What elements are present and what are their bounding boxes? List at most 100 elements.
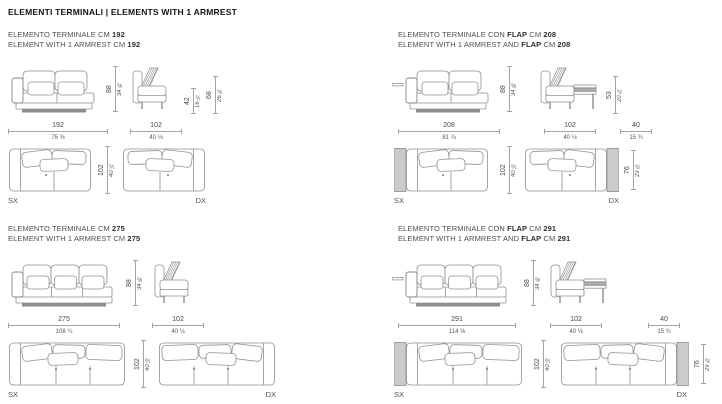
dim-plan-depth: 102 40 ⅛ [98, 146, 115, 194]
dim-cm-value: 102 [534, 358, 541, 370]
side-view-drawing [548, 258, 610, 310]
dim-plan-depth: 102 40 ⅛ [534, 340, 551, 388]
dim-in-value: 15 ¾ [657, 328, 671, 335]
plan-view-sx [394, 146, 489, 194]
label-sx: SX [8, 390, 19, 399]
dim-in-value: 40 ⅛ [511, 162, 517, 178]
subtitle-en: ELEMENT WITH 1 ARMREST AND FLAP CM 291 [398, 233, 571, 243]
dim-flap-width: 40 15 ¾ [620, 122, 652, 141]
dim-cm-value: 102 [564, 122, 576, 129]
dim-in-value: 34 ⅝ [137, 275, 143, 291]
dim-seat-height: 42 16 ½ [184, 88, 201, 114]
dim-height: 88 34 ⅝ [524, 260, 541, 306]
dim-cm-value: 275 [58, 316, 70, 323]
dim-in-value: 29 ⅞ [635, 162, 641, 178]
dim-cm-value: 102 [500, 164, 507, 176]
side-view-drawing [132, 67, 167, 110]
label-sx: SX [394, 390, 405, 399]
section-subtitle: ELEMENTO TERMINALE CON FLAP CM 208 ELEME… [398, 30, 570, 49]
plan-view-sx [9, 148, 91, 192]
dim-in-value: 40 ⅛ [109, 162, 115, 178]
front-view-drawing [11, 70, 95, 113]
dim-depth: 102 40 ⅛ [544, 122, 596, 141]
dim-cm-value: 88 [524, 279, 531, 287]
dim-in-value: 16 ½ [195, 93, 201, 109]
dim-cm-value: 102 [134, 358, 141, 370]
dim-front-width: 192 75 ⅝ [8, 122, 108, 141]
dim-depth: 102 40 ⅛ [550, 316, 602, 335]
front-view-drawing [392, 64, 496, 116]
label-dx: DX [676, 390, 687, 399]
subtitle-it: ELEMENTO TERMINALE CM 192 [8, 30, 125, 39]
dim-cm-value: 40 [632, 122, 640, 129]
dim-depth: 102 40 ⅛ [130, 122, 182, 141]
dim-cm-value: 102 [150, 122, 162, 129]
dim-height: 88 34 ⅝ [500, 66, 517, 112]
subtitle-it: ELEMENTO TERMINALE CM 275 [8, 224, 125, 233]
dim-cm-value: 88 [500, 85, 507, 93]
dim-in-value: 40 ⅛ [149, 134, 163, 141]
label-dx: DX [195, 196, 206, 205]
dim-front-width: 291 114 ⅝ [398, 316, 516, 335]
dim-cm-value: 88 [126, 279, 133, 287]
dim-in-value: 40 ⅛ [171, 328, 185, 335]
dim-cm-value: 40 [660, 316, 668, 323]
dim-cm-value: 88 [106, 85, 113, 93]
dim-in-value: 15 ¾ [629, 134, 643, 141]
dim-cm-value: 208 [443, 122, 455, 129]
dim-cm-value: 76 [694, 360, 701, 368]
dim-cm-value: 102 [98, 164, 105, 176]
dim-cm-value: 53 [606, 91, 613, 99]
dim-in-value: 75 ⅝ [51, 134, 65, 141]
section-subtitle: ELEMENTO TERMINALE CM 275 ELEMENT WITH 1… [8, 224, 140, 243]
plan-view-dx [558, 340, 689, 388]
dim-cm-value: 192 [52, 122, 64, 129]
dim-in-value: 108 ¼ [55, 328, 73, 335]
dim-in-value: 40 ⅛ [545, 356, 551, 372]
section-subtitle: ELEMENTO TERMINALE CM 192 ELEMENT WITH 1… [8, 30, 140, 49]
dim-cm-value: 102 [570, 316, 582, 323]
dim-plan-depth: 102 40 ⅛ [500, 146, 517, 194]
dim-in-value: 34 ⅝ [117, 81, 123, 97]
dim-in-value: 114 ⅝ [448, 328, 466, 335]
dim-depth: 102 40 ⅛ [152, 316, 204, 335]
dim-in-value: 40 ⅛ [563, 134, 577, 141]
dim-in-value: 20 ⅞ [617, 87, 623, 103]
dim-front-width: 208 81 ⅞ [398, 122, 500, 141]
section-terminal-cm275: ELEMENTO TERMINALE CM 275 ELEMENT WITH 1… [8, 224, 332, 404]
label-dx: DX [608, 196, 619, 205]
page-title: ELEMENTI TERMINALI | ELEMENTS WITH 1 ARM… [8, 7, 238, 17]
side-view-drawing [538, 64, 600, 116]
dim-cm-value: 68 [206, 91, 213, 99]
label-dx: DX [265, 390, 276, 399]
subtitle-it: ELEMENTO TERMINALE CON FLAP CM 208 [398, 30, 557, 39]
dim-in-value: 40 ⅛ [569, 328, 583, 335]
dim-cm-value: 42 [184, 97, 191, 105]
plan-view-sx [9, 342, 125, 386]
front-view-drawing [392, 258, 516, 310]
dim-flap-width: 40 15 ¾ [648, 316, 680, 335]
subtitle-it: ELEMENTO TERMINALE CON FLAP CM 291 [398, 224, 557, 233]
dim-in-value: 29 ⅞ [705, 356, 711, 372]
dim-cm-value: 291 [451, 316, 463, 323]
dim-height: 88 34 ⅝ [106, 66, 123, 112]
dim-cm-value: 102 [172, 316, 184, 323]
plan-view-dx [159, 342, 275, 386]
dim-plan-depth: 102 40 ⅛ [134, 340, 151, 388]
section-terminal-cm192: ELEMENTO TERMINALE CM 192 ELEMENT WITH 1… [8, 30, 332, 210]
dim-in-value: 34 ⅝ [535, 275, 541, 291]
subtitle-en: ELEMENT WITH 1 ARMREST AND FLAP CM 208 [398, 39, 571, 49]
section-terminal-flap-cm291: ELEMENTO TERMINALE CON FLAP CM 291 ELEME… [398, 224, 722, 404]
dim-height: 88 34 ⅝ [126, 260, 143, 306]
subtitle-en: ELEMENT WITH 1 ARMREST CM 275 [8, 233, 141, 243]
dim-in-value: 34 ⅝ [511, 81, 517, 97]
label-sx: SX [394, 196, 405, 205]
dim-in-value: 81 ⅞ [442, 134, 456, 141]
dim-flap-height: 53 20 ⅞ [606, 76, 623, 114]
dim-in-value: 40 ⅛ [145, 356, 151, 372]
dim-front-width: 275 108 ¼ [8, 316, 120, 335]
label-sx: SX [8, 196, 19, 205]
